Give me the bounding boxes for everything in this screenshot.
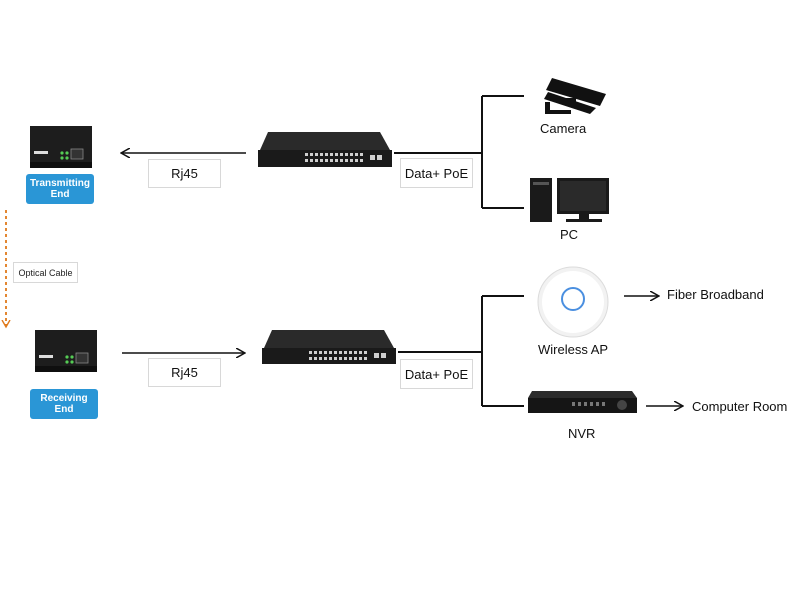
camera-icon bbox=[544, 78, 606, 114]
optical-cable-label: Optical Cable bbox=[13, 262, 78, 283]
transmitting-end-badge: Transmitting End bbox=[26, 174, 94, 204]
media-converter-icon bbox=[35, 330, 97, 372]
poe-switch-icon bbox=[258, 132, 392, 167]
wireless-ap-label: Wireless AP bbox=[538, 342, 609, 357]
pc-icon bbox=[530, 178, 609, 222]
wireless-ap-icon bbox=[537, 266, 609, 338]
nvr-icon bbox=[528, 391, 637, 413]
top-data-poe-label: Data+ PoE bbox=[400, 158, 473, 188]
top-bracket bbox=[394, 95, 524, 209]
fiber-broadband-label: Fiber Broadband bbox=[667, 287, 764, 302]
bottom-data-poe-label: Data+ PoE bbox=[400, 359, 473, 389]
bottom-rj45-label: Rj45 bbox=[148, 358, 221, 387]
poe-switch-icon bbox=[262, 330, 396, 364]
media-converter-icon bbox=[30, 126, 92, 168]
computer-room-label: Computer Room bbox=[692, 399, 788, 414]
nvr-label: NVR bbox=[568, 426, 596, 441]
receiving-end-badge: Receiving End bbox=[30, 389, 98, 419]
top-rj45-label: Rj45 bbox=[148, 159, 221, 188]
pc-label: PC bbox=[560, 227, 579, 242]
camera-label: Camera bbox=[540, 121, 587, 136]
bottom-bracket bbox=[398, 295, 524, 407]
